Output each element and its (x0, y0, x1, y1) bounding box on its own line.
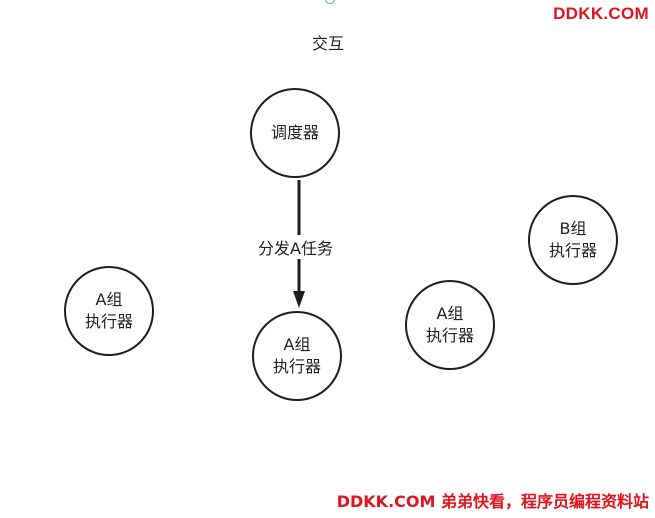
executor-a-left-line1: A组 (95, 290, 123, 309)
executor-a-center-line1: A组 (283, 335, 311, 354)
diagram-caption: 交互 (312, 34, 345, 53)
executor-a-right-line1: A组 (436, 304, 464, 323)
executor-a-center-node[interactable]: A组 执行器 (252, 311, 342, 401)
executor-a-center-line2: 执行器 (272, 357, 321, 376)
executor-a-right-node[interactable]: A组 执行器 (405, 280, 495, 370)
executor-b-line1: B组 (559, 219, 587, 238)
dispatch-edge-label: 分发A任务 (257, 235, 334, 259)
executor-a-right-line2: 执行器 (425, 326, 474, 345)
executor-a-left-line2: 执行器 (84, 312, 133, 331)
executor-b-node[interactable]: B组 执行器 (528, 195, 618, 285)
executor-a-left-node[interactable]: A组 执行器 (64, 266, 154, 356)
scheduler-node[interactable]: 调度器 (250, 88, 340, 178)
scheduler-node-label: 调度器 (270, 123, 319, 142)
executor-b-line2: 执行器 (548, 241, 597, 260)
watermark-bottom: DDKK.COM 弟弟快看，程序员编程资料站 (336, 492, 649, 511)
watermark-top: DDKK.COM (553, 4, 649, 23)
dispatch-arrowhead (293, 291, 305, 308)
